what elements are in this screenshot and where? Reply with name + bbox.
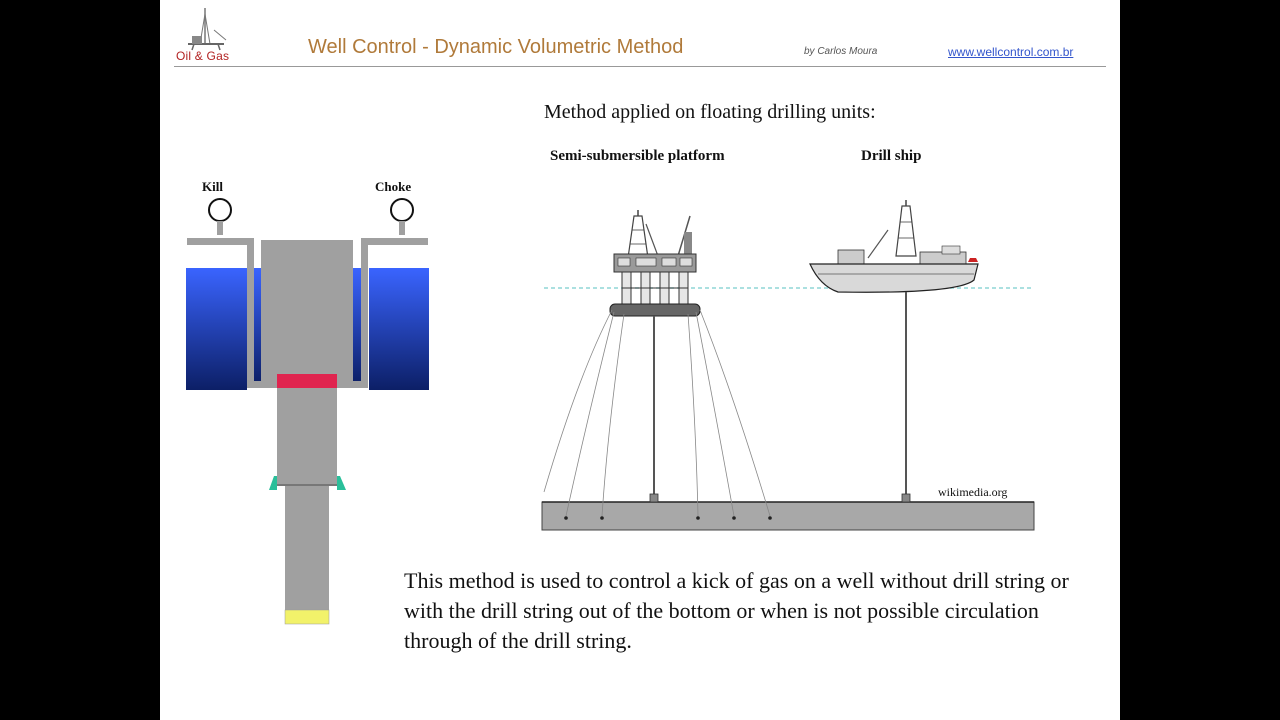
- drill-ship-label: Drill ship: [861, 148, 922, 164]
- drill-bit: [284, 609, 330, 625]
- slide: Oil & Gas Well Control - Dynamic Volumet…: [160, 0, 1120, 720]
- seabed: [541, 501, 1035, 531]
- bop-stack: [261, 240, 353, 388]
- method-description: This method is used to control a kick of…: [404, 568, 1069, 653]
- well-cross-section-diagram: Kill Choke: [186, 179, 429, 625]
- author-credit: by Carlos Moura: [804, 46, 878, 57]
- kill-gauge-icon: [208, 198, 232, 235]
- water-left: [186, 268, 247, 390]
- choke-line: [362, 238, 428, 245]
- oil-rig-logo-icon: [188, 8, 227, 51]
- logo-text: Oil & Gas: [176, 49, 230, 63]
- units-heading: Method applied on floating drilling unit…: [544, 101, 876, 123]
- drill-ship-icon: [809, 200, 979, 503]
- casing: [277, 388, 337, 484]
- kill-line: [187, 238, 253, 245]
- kill-label: Kill: [202, 179, 223, 194]
- open-hole: [285, 486, 329, 610]
- website-link[interactable]: www.wellcontrol.com.br: [948, 45, 1074, 59]
- semi-submersible-label: Semi-submersible platform: [550, 148, 725, 164]
- header-divider: [174, 66, 1106, 67]
- choke-label: Choke: [375, 179, 411, 194]
- floating-units-illustration: wikimedia.org: [541, 200, 1035, 531]
- page-title: Well Control - Dynamic Volumetric Method: [308, 36, 684, 58]
- water-right: [369, 268, 429, 390]
- image-credit: wikimedia.org: [938, 485, 1007, 499]
- semi-submersible-icon: [543, 210, 772, 520]
- choke-gauge-icon: [390, 198, 414, 235]
- gas-kick: [277, 374, 337, 388]
